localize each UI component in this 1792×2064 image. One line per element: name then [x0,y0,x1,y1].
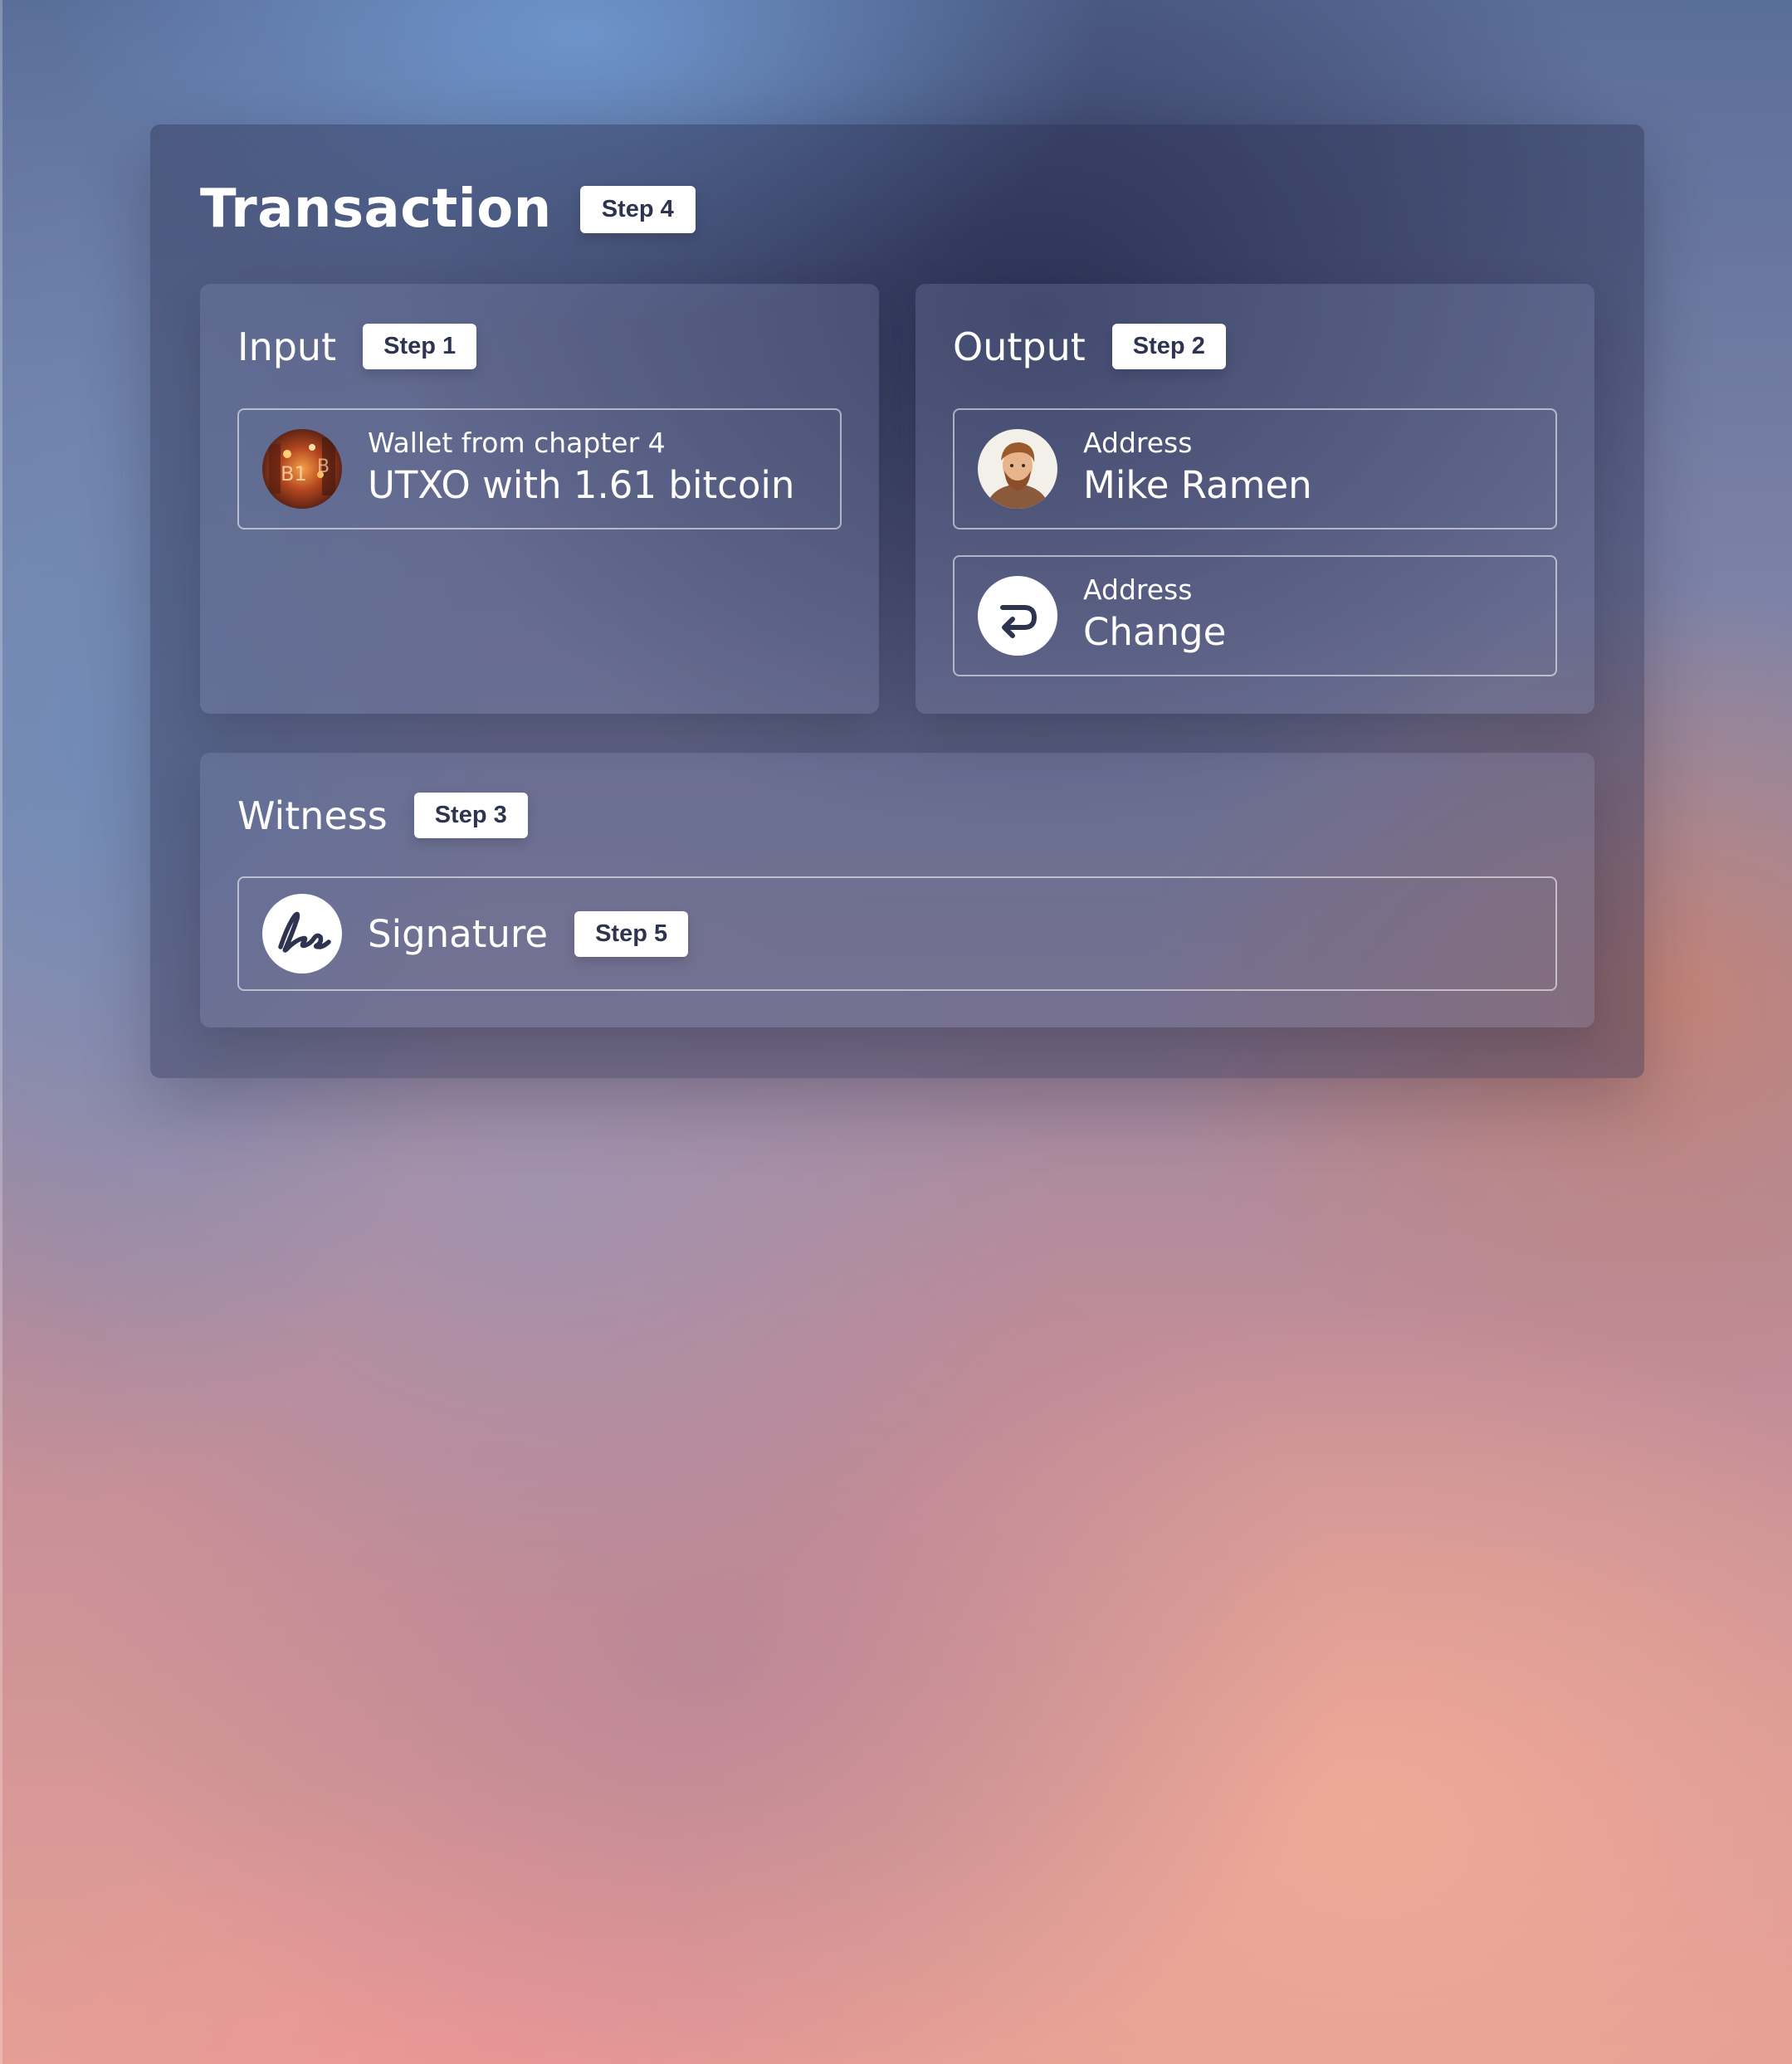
signature-label-group: Signature Step 5 [368,878,689,989]
output-address-mike-text: Address Mike Ramen [1083,425,1312,510]
input-step-badge: Step 1 [363,324,477,369]
signature-item[interactable]: Signature Step 5 [237,876,1557,991]
wallet-photo-icon: B1 B [262,429,342,509]
witness-step-badge: Step 3 [413,793,528,838]
input-utxo-item[interactable]: B1 B Wallet from chapter 4 UTXO with 1.6… [237,408,842,529]
output-address-change-value: Change [1083,610,1227,654]
witness-title: Witness [237,793,388,838]
output-address-mike-value: Mike Ramen [1083,463,1312,507]
transaction-panel: Transaction Step 4 Input Step 1 [150,124,1644,1078]
transaction-step-badge: Step 4 [579,185,696,233]
output-address-mike-subtitle: Address [1083,427,1193,459]
svg-text:B: B [317,456,330,477]
signature-label: Signature [368,911,549,956]
output-title: Output [953,324,1086,369]
output-address-change-text: Address Change [1083,572,1226,656]
input-utxo-value: UTXO with 1.61 bitcoin [368,463,795,507]
output-address-change-subtitle: Address [1083,573,1193,606]
signature-step-badge: Step 5 [574,910,689,957]
output-header: Output Step 2 [953,324,1226,369]
witness-card: Witness Step 3 Signature Step 5 [200,753,1594,1027]
return-arrow-icon [978,576,1057,656]
output-address-change[interactable]: Address Change [953,555,1557,676]
input-utxo-subtitle: Wallet from chapter 4 [368,427,666,459]
transaction-title: Transaction [200,178,552,240]
person-avatar-icon [978,429,1057,509]
input-utxo-text: Wallet from chapter 4 UTXO with 1.61 bit… [368,425,794,510]
input-card: Input Step 1 [200,284,879,714]
svg-text:B1: B1 [281,462,307,486]
output-card: Output Step 2 Address Mike Ramen [916,284,1594,714]
transaction-header: Transaction Step 4 [200,178,696,240]
witness-header: Witness Step 3 [237,793,528,838]
window-edge [0,0,2,2064]
output-address-mike[interactable]: Address Mike Ramen [953,408,1557,529]
output-step-badge: Step 2 [1111,324,1226,369]
input-title: Input [237,324,337,369]
signature-icon [262,894,342,973]
input-header: Input Step 1 [237,324,477,369]
